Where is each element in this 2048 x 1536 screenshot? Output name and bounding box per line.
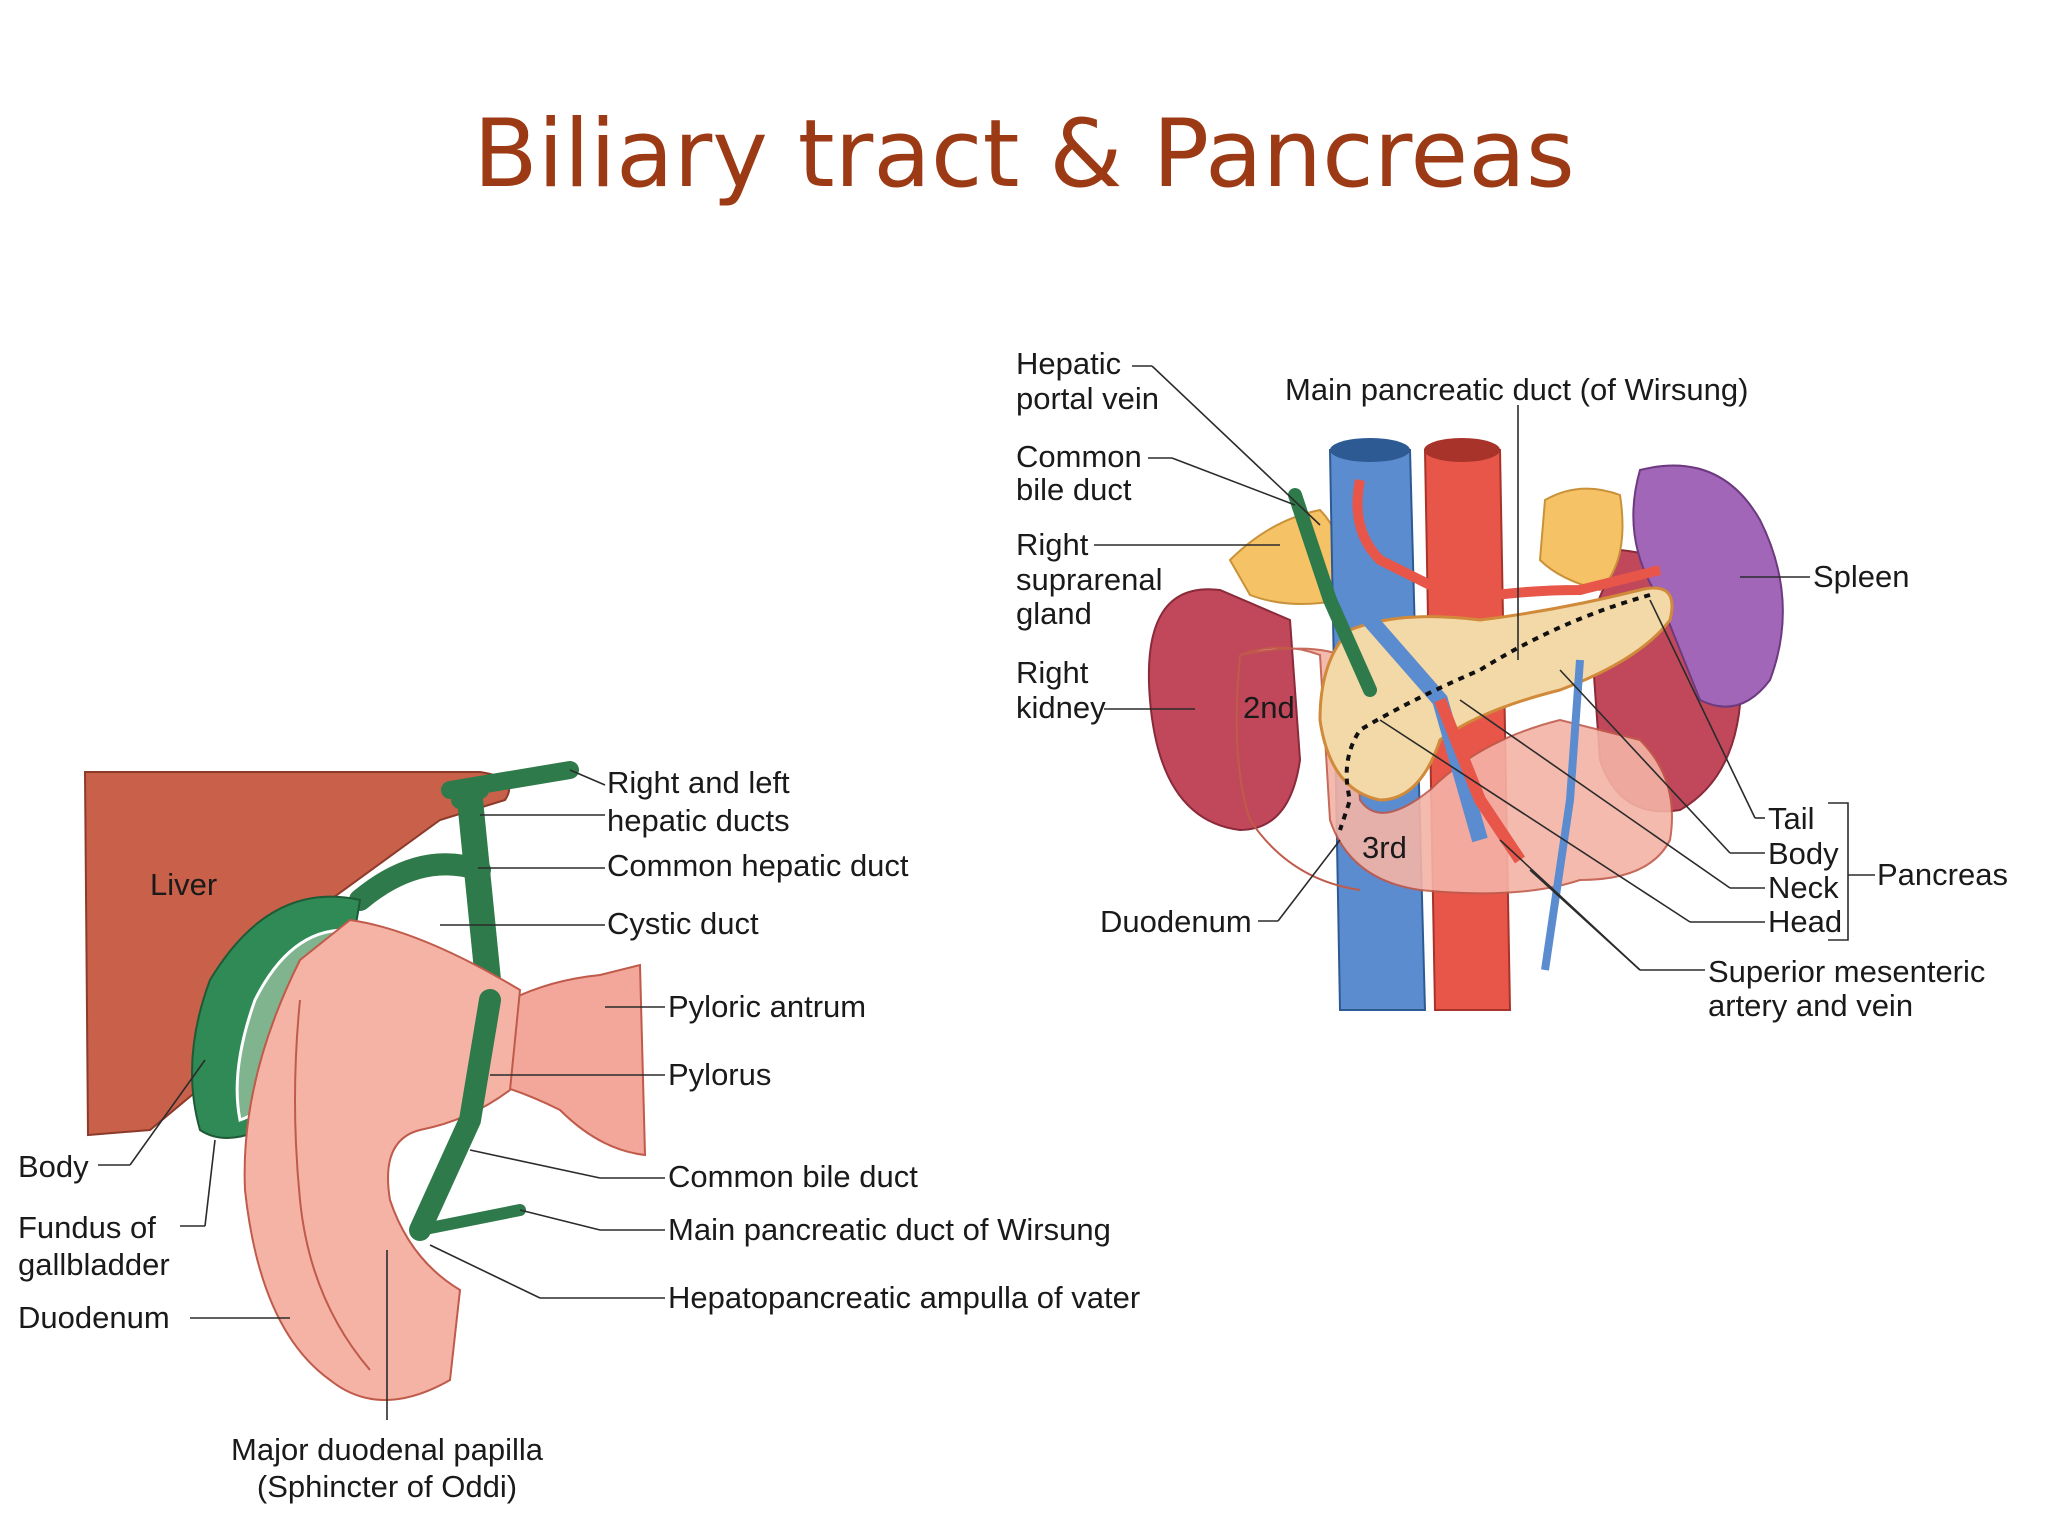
- duodenum-wall: [1235, 654, 1361, 891]
- label-suprarenal-2: suprarenal: [1016, 562, 1162, 597]
- label-hepatic-portal-2: portal vein: [1016, 381, 1159, 416]
- duodenum-loop: [243, 918, 522, 1401]
- label-main-pancreatic-duct: Main pancreatic duct of Wirsung: [668, 1212, 1111, 1247]
- label-sma-1: Superior mesenteric: [1708, 954, 1985, 989]
- spleen: [1632, 464, 1784, 708]
- stomach-pylorus: [478, 963, 647, 1157]
- label-suprarenal-1: Right: [1016, 527, 1089, 562]
- hepatic-portal-vein: [1357, 519, 1488, 843]
- label-third-part: 3rd: [1362, 830, 1407, 865]
- superior-mesenteric-vessels: [1434, 697, 1525, 864]
- label-liver: Liver: [150, 867, 217, 902]
- label-second-part: 2nd: [1243, 690, 1295, 725]
- slide-title: Biliary tract & Pancreas: [473, 100, 1575, 209]
- label-right-left-hepatic-1: Right and left: [607, 765, 790, 800]
- label-body: Body: [18, 1149, 89, 1184]
- label-common-bile-duct: Common bile duct: [668, 1159, 918, 1194]
- left-suprarenal-gland: [1538, 487, 1624, 592]
- pancreas-figure: Hepatic portal vein Main pancreatic duct…: [1016, 346, 2008, 1023]
- label-pancreas: Pancreas: [1877, 857, 2008, 892]
- celiac-arteries: [1352, 479, 1662, 606]
- label-duodenum: Duodenum: [18, 1300, 170, 1335]
- label-pylorus: Pylorus: [668, 1057, 771, 1092]
- left-leader-lines: [98, 769, 665, 1420]
- label-ampulla: Hepatopancreatic ampulla of vater: [668, 1280, 1140, 1315]
- splenic-vein: [1541, 659, 1584, 971]
- duodenum-inner-folds: [294, 999, 371, 1371]
- label-kidney-1: Right: [1016, 655, 1089, 690]
- label-body-right: Body: [1768, 836, 1839, 871]
- label-neck: Neck: [1768, 870, 1839, 905]
- common-bile-duct: [409, 989, 501, 1241]
- main-pancreatic-duct-dotted: [1338, 593, 1651, 831]
- label-cystic-duct: Cystic duct: [607, 906, 759, 941]
- pancreas: [1318, 586, 1674, 802]
- label-common-hepatic-duct: Common hepatic duct: [607, 848, 909, 883]
- label-sma-2: artery and vein: [1708, 988, 1913, 1023]
- label-duodenum-right: Duodenum: [1100, 904, 1252, 939]
- common-bile-duct-right: [1288, 488, 1377, 697]
- label-pyloric-antrum: Pyloric antrum: [668, 989, 866, 1024]
- label-suprarenal-3: gland: [1016, 596, 1092, 631]
- main-pancreatic-duct: [414, 1204, 526, 1236]
- label-papilla-2: (Sphincter of Oddi): [257, 1469, 517, 1504]
- label-fundus-2: gallbladder: [18, 1247, 170, 1282]
- cystic-duct: [349, 853, 491, 911]
- biliary-tract-figure: Liver Right and left hepatic ducts Commo…: [18, 761, 1140, 1504]
- label-spleen: Spleen: [1813, 559, 1910, 594]
- right-leader-lines: [1094, 365, 1875, 971]
- label-fundus-1: Fundus of: [18, 1210, 156, 1245]
- label-hepatic-portal-1: Hepatic: [1016, 346, 1121, 381]
- label-kidney-2: kidney: [1016, 690, 1106, 725]
- label-right-left-hepatic-2: hepatic ducts: [607, 803, 790, 838]
- label-papilla-1: Major duodenal papilla: [231, 1432, 544, 1467]
- label-head: Head: [1768, 904, 1842, 939]
- label-common-bile-2: bile duct: [1016, 472, 1132, 507]
- label-tail: Tail: [1768, 801, 1815, 836]
- label-common-bile-1: Common: [1016, 439, 1142, 474]
- label-main-pancreatic-duct-right: Main pancreatic duct (of Wirsung): [1285, 372, 1748, 407]
- common-hepatic-duct: [457, 787, 503, 1013]
